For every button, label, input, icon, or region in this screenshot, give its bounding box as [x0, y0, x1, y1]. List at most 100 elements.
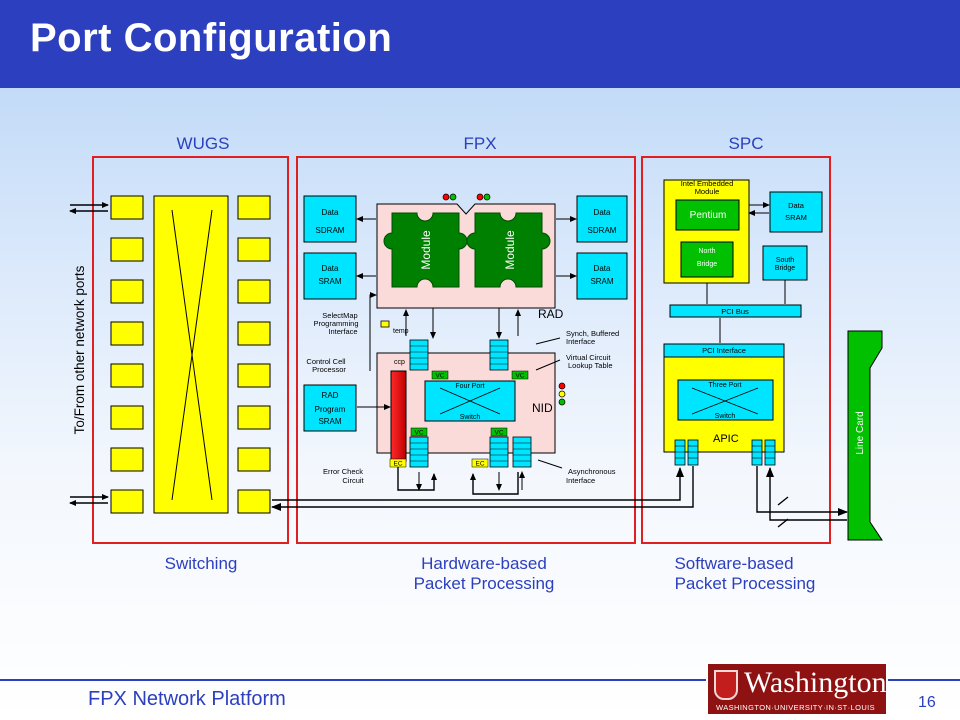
module-left [383, 212, 468, 288]
apic-label: APIC [713, 433, 739, 445]
sync-label-2: Interface [566, 337, 595, 346]
university-crest-icon [714, 670, 738, 700]
fifo-buffer-lines [410, 345, 531, 462]
vc-tag-1: VC [435, 373, 444, 380]
sw-caption-line2: Packet Processing [675, 574, 816, 593]
vc-tag-2: VC [515, 373, 524, 380]
rad-status-leds [442, 193, 491, 201]
fpx-memory-right [576, 195, 628, 300]
slide-title: Port Configuration [30, 16, 393, 60]
ec-tags [389, 458, 489, 468]
control-cell-processor [390, 370, 407, 462]
hw-caption-line1: Hardware-based [421, 554, 547, 573]
module-right-label: Module [503, 230, 517, 270]
spc-sram-label: SRAM [785, 213, 807, 222]
module-right [466, 212, 551, 288]
spc-data-label: Data [788, 201, 805, 210]
title-bar: Port Configuration [0, 0, 960, 88]
pentium-label: Pentium [690, 210, 727, 221]
error-check-label-2: Circuit [342, 476, 364, 485]
four-port-switch-label: Switch [460, 414, 481, 421]
ec-tag-1: EC [393, 461, 402, 468]
interconnect-arrows [271, 466, 848, 528]
wugs-switch-fabric [153, 195, 229, 514]
spc-heading: SPC [729, 134, 764, 153]
rad-prog-label-2: Program [315, 405, 346, 414]
error-check-label-1: Error Check [323, 467, 363, 476]
async-label-2: Interface [566, 476, 595, 485]
four-port-label: Four Port [455, 383, 484, 390]
intel-label-2: Module [695, 187, 720, 196]
spc-data-sram [769, 191, 823, 233]
spc-arrows [706, 202, 786, 343]
rad-prog-label-3: SRAM [318, 417, 341, 426]
intel-label-1: Intel Embedded [681, 179, 734, 188]
nid-label: NID [532, 401, 553, 415]
temp-sensor [380, 320, 390, 328]
sram-left-label-2: SRAM [318, 277, 341, 286]
vc-tag-3: VC [414, 430, 423, 437]
line-card-label: Line Card [855, 411, 866, 454]
pci-bus [669, 304, 802, 318]
logo-wordmark: Washington [744, 666, 887, 699]
footer-rule [0, 679, 960, 681]
pci-interface-label: PCI Interface [702, 346, 746, 355]
selectmap-label-2: Programming [313, 319, 358, 328]
line-card [847, 330, 883, 541]
rad-prog-label-1: RAD [322, 391, 339, 400]
north-bridge-label-2: Bridge [697, 261, 717, 268]
three-port-label: Three Port [708, 382, 741, 389]
sdram-left-label-1: Data [322, 208, 339, 217]
nid-status-leds [558, 382, 566, 406]
wugs-port-arrows [69, 202, 109, 506]
south-bridge-label-1: South [776, 257, 794, 264]
module-left-label: Module [419, 230, 433, 270]
north-bridge-label-1: North [698, 248, 715, 255]
ccp-label: ccp [394, 359, 405, 366]
sdram-right-label-2: SDRAM [588, 226, 617, 235]
sram-right-label-2: SRAM [590, 277, 613, 286]
pci-interface [663, 343, 785, 358]
async-label-1: Asynchronous [568, 467, 616, 476]
three-port-switch-label: Switch [715, 413, 736, 420]
south-bridge-label-2: Bridge [775, 265, 795, 272]
fpx-memory-left [303, 195, 357, 432]
ec-tag-2: EC [475, 461, 484, 468]
temp-label: temp [393, 328, 409, 335]
rad-label: RAD [538, 307, 564, 321]
apic-fifo-buffers [674, 439, 776, 466]
page-number: 16 [918, 694, 936, 711]
fpx-heading: FPX [463, 134, 496, 153]
selectmap-label-1: SelectMap [322, 311, 357, 320]
wugs-heading: WUGS [177, 134, 230, 153]
wugs-frame [92, 156, 289, 544]
switching-caption: Switching [165, 554, 238, 573]
sdram-right-label-1: Data [594, 208, 611, 217]
washington-university-logo: Washington WASHINGTON·UNIVERSITY·IN·ST·L… [706, 662, 888, 716]
sram-right-label-1: Data [594, 264, 611, 273]
fpx-frame [296, 156, 636, 544]
ctrl-cell-label-1: Control Cell [306, 357, 346, 366]
sdram-left-label-2: SDRAM [316, 226, 345, 235]
four-port-x-2 [439, 387, 501, 415]
vc-lookup-label-2: Lookup Table [568, 361, 612, 370]
pci-bus-label: PCI Bus [721, 307, 749, 316]
wugs-left-ports [110, 195, 144, 514]
selectmap-label-3: Interface [328, 327, 357, 336]
vc-tags [410, 370, 529, 437]
footer-title: FPX Network Platform [88, 688, 286, 710]
wugs-right-ports [237, 195, 271, 514]
south-bridge [762, 245, 808, 281]
apic-fifo-lines [675, 445, 775, 459]
logo-subtitle: WASHINGTON·UNIVERSITY·IN·ST·LOUIS [716, 703, 876, 712]
sw-caption-line1: Software-based [674, 554, 793, 573]
pentium-chip [675, 199, 740, 231]
fpx-arrows [356, 216, 577, 491]
network-ports-label: To/From other network ports [72, 265, 87, 434]
vc-tag-4: VC [494, 430, 503, 437]
fifo-buffers [409, 339, 532, 468]
vc-lookup-label-1: Virtual Circuit [566, 353, 611, 362]
wugs-crossbar [171, 209, 213, 501]
three-port-x-2 [691, 387, 759, 415]
